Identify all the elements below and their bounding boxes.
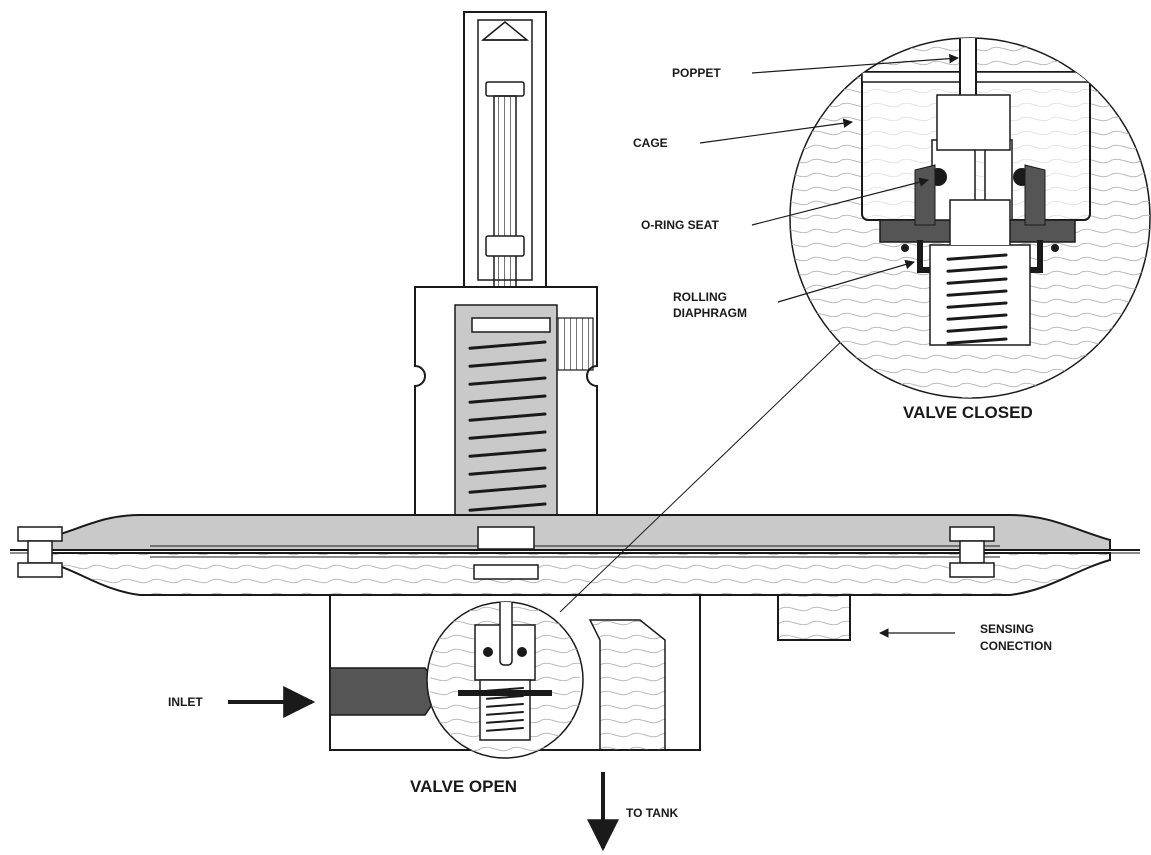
cage-leader [699,118,853,144]
sensing-connection-label-line1: SENSING [980,622,1034,636]
sensing-port [777,594,851,641]
flange-bolt-right [949,526,995,578]
rolling-diaphragm-label-line2: DIAPHRAGM [673,306,747,320]
valve-open-label: VALVE OPEN [410,777,517,796]
valve-open-spring [486,687,524,732]
diaphragm-case [10,514,1140,596]
o-ring-seat-leader [751,177,929,226]
spring-button [473,526,539,580]
inlet-label: INLET [168,695,203,709]
poppet-label: POPPET [672,66,721,80]
sensing-connection-label-line2: CONECTION [980,639,1052,653]
valve-closed-label: VALVE CLOSED [903,403,1033,422]
poppet-leader [751,53,959,74]
to-tank-label: TO TANK [626,806,679,820]
flange-bolt-left [17,526,63,578]
o-ring-seat-label: O-RING SEAT [641,218,719,232]
rolling-diaphragm-leader [777,259,915,303]
cage-label: CAGE [633,136,668,150]
rolling-diaphragm-label-line1: ROLLING [673,290,727,304]
valve-closed-spring [946,253,1008,345]
spring-bonnet [414,286,598,516]
detail-leader-line [559,334,849,613]
range-spring [468,340,547,512]
